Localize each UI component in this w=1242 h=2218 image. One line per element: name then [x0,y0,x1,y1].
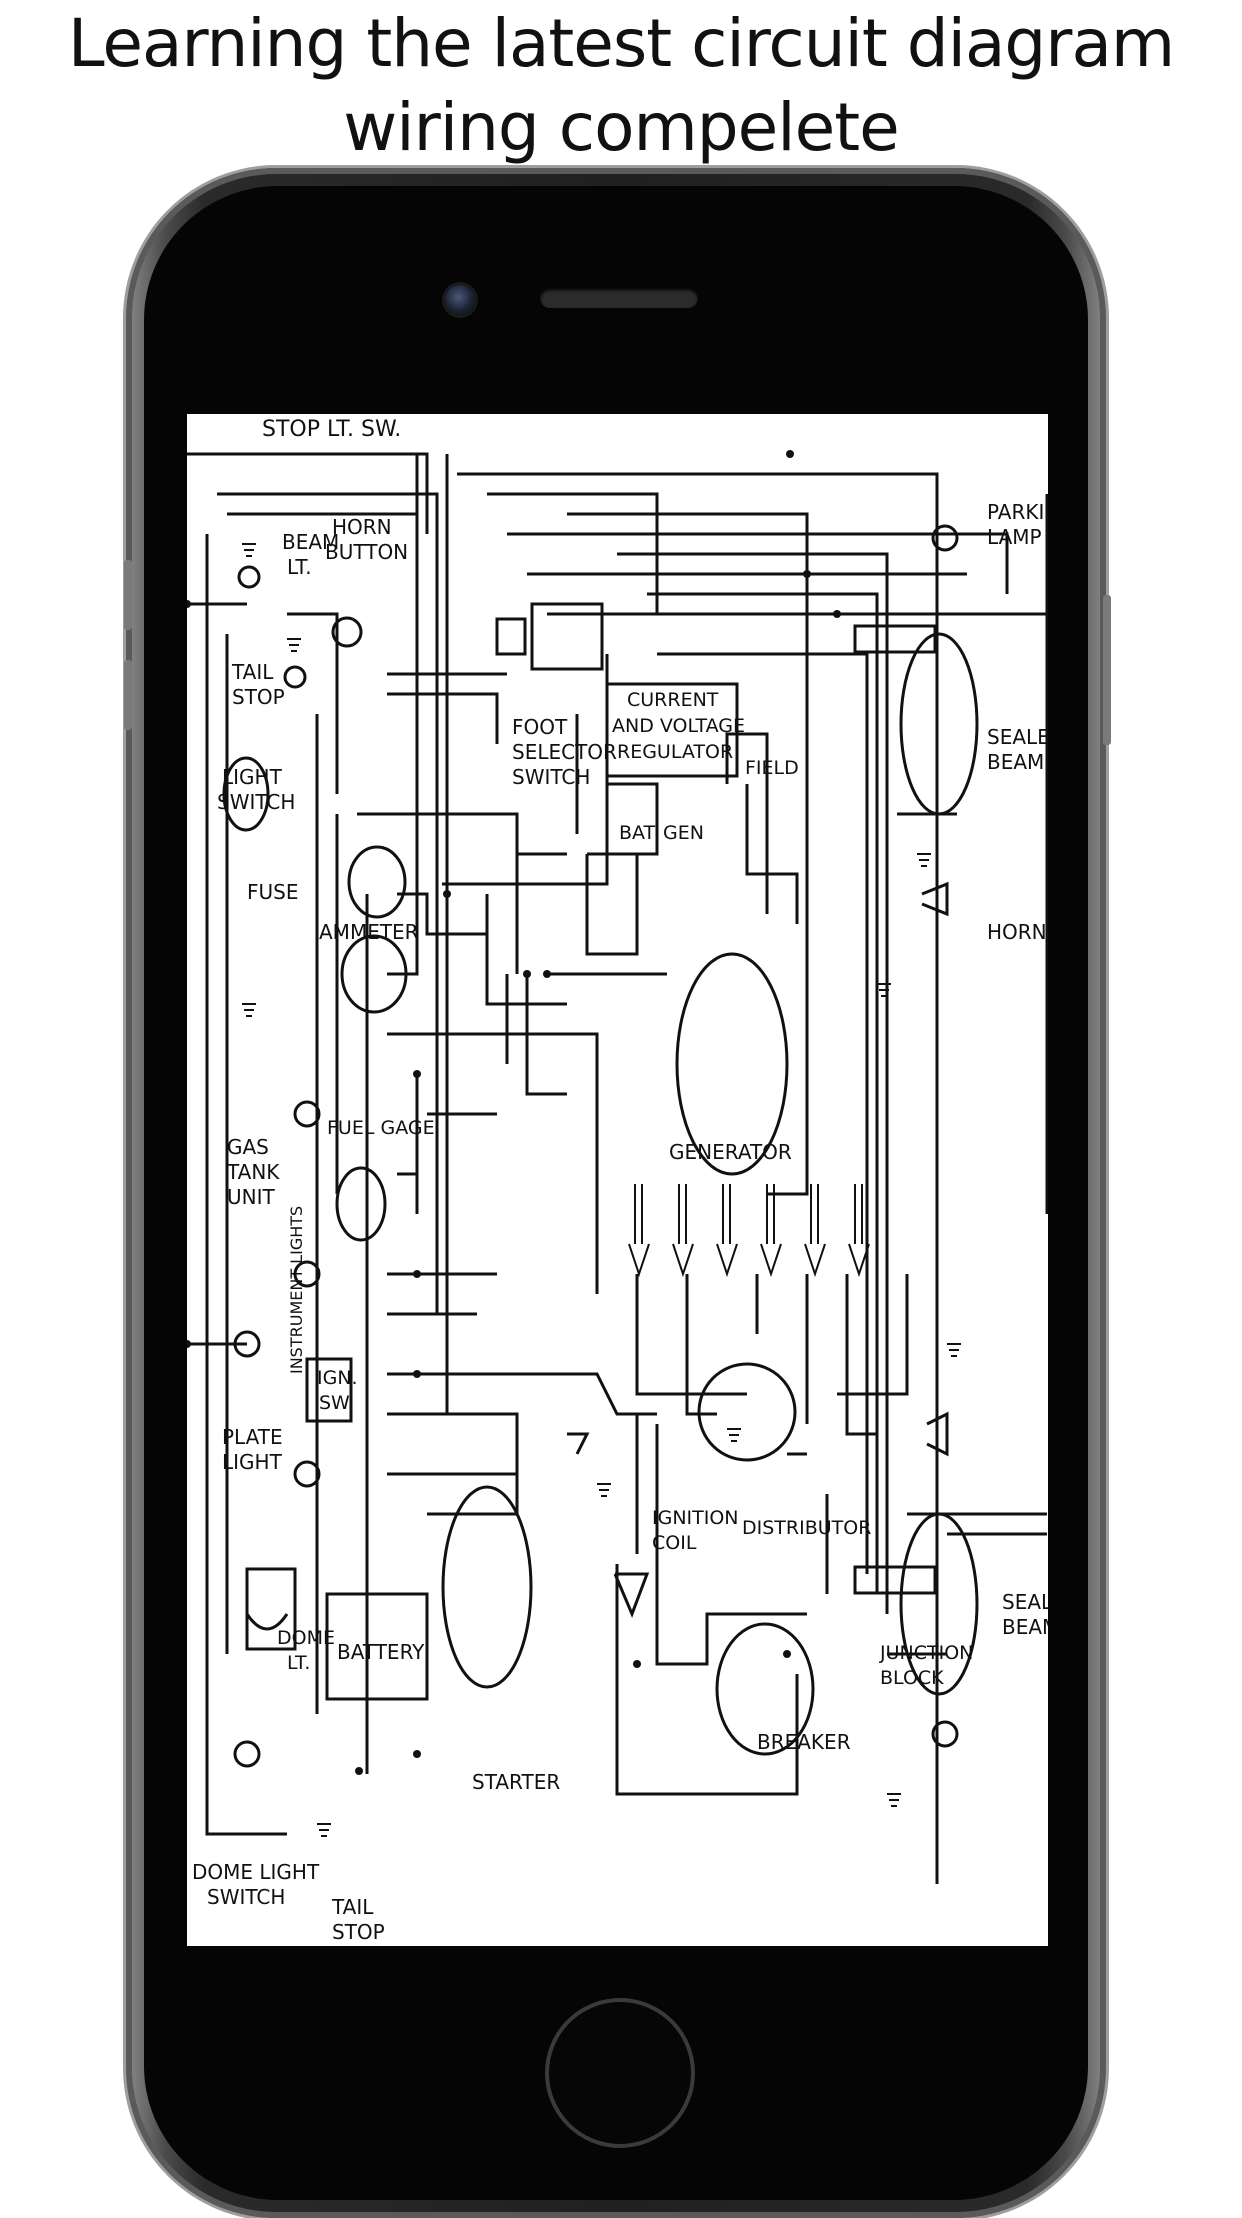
phone-volume-button [124,560,132,630]
label-beam-lt: BEAM [282,530,339,554]
label-tail-stop-bottom: TAIL [331,1895,374,1919]
label-regulator: CURRENT [627,689,719,711]
page-headline: Learning the latest circuit diagram wiri… [0,2,1242,170]
label-dome-lt: LT. [287,1652,310,1674]
label-dome-light-switch: SWITCH [207,1885,285,1909]
phone-side-button [1103,595,1111,745]
label-parking-lamp: LAMP [987,525,1042,549]
label-breaker: BREAKER [757,1730,851,1754]
label-junction-block: BLOCK [880,1667,944,1689]
label-ammeter: AMMETER [319,920,419,944]
label-light-switch: LIGHT [222,765,283,789]
label-generator: GENERATOR [669,1140,792,1164]
label-gen: GEN [663,822,704,844]
label-parking-lamp: PARKING [987,500,1048,524]
home-button[interactable] [545,1998,695,2148]
label-foot-selector-switch: FOOT [512,715,568,739]
label-dome-light-switch: DOME LIGHT [192,1860,320,1884]
label-horn-button: HORN [332,515,392,539]
phone-volume-button [124,660,132,730]
label-sealed-beam-bottom: SEALD [1002,1590,1048,1614]
label-horn-button: BUTTON [325,540,408,564]
label-stop-lt-sw: STOP LT. SW. [262,417,401,442]
label-fuse: FUSE [247,880,298,904]
front-camera-icon [445,285,475,315]
label-ign-sw: SW. [319,1392,354,1414]
label-gas-tank-unit: UNIT [227,1185,275,1209]
label-beam-lt: LT. [287,555,312,579]
label-sealed-beam-top: SEALED [987,725,1048,749]
label-gas-tank-unit: GAS [227,1135,269,1159]
label-fuel-gage: FUEL GAGE [327,1117,435,1139]
label-plate-light: LIGHT [222,1450,283,1474]
label-plate-light: PLATE [222,1425,283,1449]
label-bat: BAT [619,822,656,844]
wiring-diagram: STOP LT. SW. PARKING LAMP BEAM LT. HORN … [187,417,1048,1944]
earpiece-speaker [540,288,698,308]
label-battery: BATTERY [337,1640,425,1664]
label-light-switch: SWITCH [217,790,295,814]
label-gas-tank-unit: TANK [226,1160,280,1184]
label-tail-stop: TAIL [231,660,274,684]
label-foot-selector-switch: SELECTOR [512,740,617,764]
label-distributor: DISTRIBUTOR [742,1517,871,1539]
label-ign-sw: IGN. [317,1367,358,1389]
headline-line-2: wiring compelete [343,89,899,166]
label-instrument-lights: INSTRUMENT LIGHTS [287,1206,306,1374]
label-foot-selector-switch: SWITCH [512,765,590,789]
label-ignition-coil: COIL [652,1532,697,1554]
headline-line-1: Learning the latest circuit diagram [67,5,1175,82]
label-field: FIELD [745,757,799,779]
label-tail-stop-bottom: STOP [332,1920,385,1944]
label-regulator: AND VOLTAGE [612,715,745,737]
label-sealed-beam-bottom: BEAM [1002,1615,1048,1639]
label-junction-block: JUNCTION [879,1642,973,1664]
label-tail-stop: STOP [232,685,285,709]
label-starter: STARTER [472,1770,560,1794]
phone-screen: STOP LT. SW. PARKING LAMP BEAM LT. HORN … [187,414,1048,1946]
label-sealed-beam-top: BEAM [987,750,1044,774]
label-regulator: REGULATOR [617,741,733,763]
label-horn: HORN [987,920,1047,944]
label-dome-lt: DOME [277,1627,335,1649]
label-ignition-coil: IGNITION [652,1507,739,1529]
